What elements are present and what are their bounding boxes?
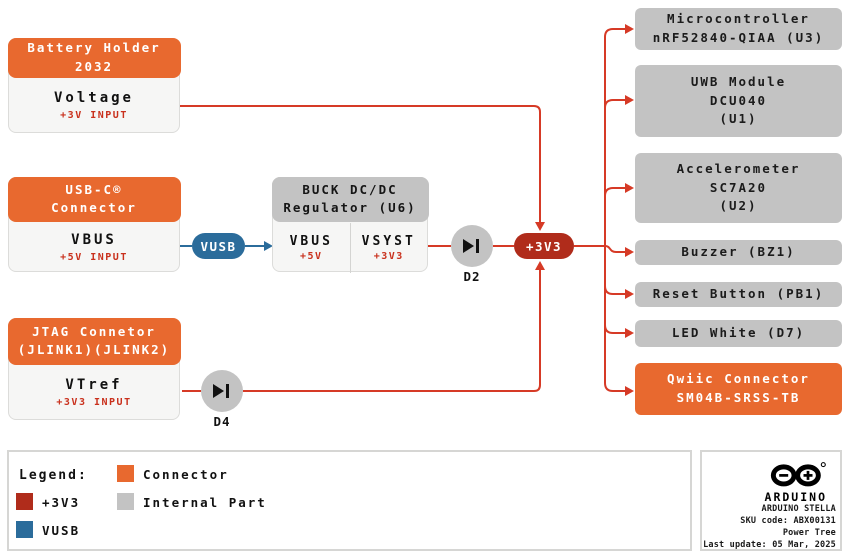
qwiic-line2: SM04B-SRSS-TB — [676, 390, 801, 405]
uwb-line3: (U1) — [719, 111, 758, 127]
connector-swatch — [117, 465, 134, 482]
diode-icon — [213, 384, 229, 398]
diode-d4-label: D4 — [213, 414, 231, 429]
internal-part-swatch — [117, 493, 134, 510]
wire-branch-buzzer — [604, 245, 625, 253]
buck-regulator-box: BUCK DC/DC Regulator (U6) VBUS +5V VSYST… — [271, 176, 429, 273]
jtag-title-line1: JTAG Connetor — [32, 323, 156, 339]
footer-sku: SKU code: ABX00131 — [740, 516, 836, 526]
buck-title-line2: Regulator (U6) — [283, 200, 417, 215]
buck-vbus-note: +5V — [299, 251, 323, 262]
jtag-connector-box: JTAG Connetor (JLINK1)(JLINK2) VTref +3V… — [7, 317, 181, 420]
uwb-line2: DCU040 — [709, 92, 768, 108]
arrow-reset — [625, 289, 634, 299]
battery-title-line1: Battery Holder — [27, 40, 161, 56]
buck-title-line1: BUCK DC/DC — [302, 181, 398, 197]
arrow-buzzer — [625, 247, 634, 257]
arrow-rail-top — [535, 222, 545, 231]
buck-header: BUCK DC/DC Regulator (U6) — [271, 176, 429, 222]
buzzer-line1: Buzzer (BZ1) — [681, 244, 796, 260]
footer-product: ARDUINO STELLA — [761, 504, 836, 514]
wire-branch-qwiic — [604, 246, 625, 392]
arrow-led — [625, 328, 634, 338]
rail-3v3-pill: +3V3 — [514, 233, 574, 259]
buck-vsyst-signal: VSYST — [361, 234, 416, 249]
wire-branch-reset — [604, 285, 625, 295]
buck-cells: VBUS +5V VSYST +3V3 — [273, 223, 427, 273]
usbc-title-line2: Connector — [51, 200, 137, 215]
wire-battery-to-rail — [180, 105, 541, 222]
jtag-note: +3V3 INPUT — [56, 397, 132, 408]
vusb-net-pill: VUSB — [192, 233, 245, 259]
load-reset-button: Reset Button (PB1) — [635, 282, 842, 307]
battery-note: +3V INPUT — [60, 110, 128, 121]
accel-line3: (U2) — [719, 198, 758, 214]
wire-branch-uwb — [604, 99, 625, 109]
wire-branch-led — [604, 324, 625, 334]
qwiic-line1: Qwiic Connector — [667, 371, 810, 387]
wire-branch-accel — [604, 187, 625, 197]
arrow-accel — [625, 183, 634, 193]
wire-branch-mcu — [604, 28, 625, 246]
usbc-signal: VBUS — [71, 231, 117, 248]
arrow-rail-bottom — [535, 261, 545, 270]
rail-swatch — [16, 493, 33, 510]
battery-holder-box: Battery Holder 2032 Voltage +3V INPUT — [7, 37, 181, 133]
buck-cell-vbus: VBUS +5V — [273, 223, 350, 273]
wire-d4-to-rail — [243, 270, 541, 392]
internal-part-legend-label: Internal Part — [143, 495, 267, 510]
wire-overlay — [180, 24, 634, 396]
usbc-connector-box: USB-C® Connector VBUS +5V INPUT — [7, 176, 181, 272]
battery-body: Voltage +3V INPUT — [9, 79, 179, 132]
arrow-qwiic — [625, 386, 634, 396]
load-uwb-module: UWB Module DCU040 (U1) — [635, 65, 842, 137]
rail-legend-label: +3V3 — [42, 495, 81, 510]
arrow-uwb — [625, 95, 634, 105]
usbc-header: USB-C® Connector — [7, 176, 181, 222]
vusb-swatch — [16, 521, 33, 538]
diode-icon — [463, 239, 479, 253]
mcu-line2: nRF52840-QIAA (U3) — [652, 30, 825, 45]
reset-line1: Reset Button (PB1) — [652, 286, 825, 302]
usbc-note: +5V INPUT — [60, 251, 128, 263]
buck-vsyst-note: +3V3 — [373, 251, 404, 262]
arrow-vusb — [264, 241, 273, 251]
arduino-brand-word: ARDUINO — [764, 490, 827, 504]
led-line1: LED White (D7) — [671, 325, 806, 341]
battery-signal: Voltage — [53, 90, 134, 106]
arduino-logo-icon — [770, 462, 826, 487]
jtag-signal: VTref — [65, 377, 123, 393]
mcu-line1: Microcontroller — [667, 11, 810, 27]
diode-d2-label: D2 — [463, 269, 481, 284]
battery-title-line2: 2032 — [74, 58, 114, 74]
load-qwiic-connector: Qwiic Connector SM04B-SRSS-TB — [635, 363, 842, 415]
footer-doc-type: Power Tree — [782, 528, 836, 538]
info-panel: ARDUINO — [700, 450, 842, 551]
buck-vbus-signal: VBUS — [289, 234, 333, 249]
jtag-title-line2: (JLINK1)(JLINK2) — [17, 342, 171, 357]
connector-legend-label: Connector — [143, 467, 229, 482]
load-buzzer: Buzzer (BZ1) — [635, 240, 842, 265]
usbc-title-line1: USB-C® — [65, 181, 123, 197]
buck-cell-vsyst: VSYST +3V3 — [349, 223, 428, 273]
load-microcontroller: Microcontroller nRF52840-QIAA (U3) — [635, 8, 842, 50]
legend-panel: Legend: Connector +3V3 Internal Part VUS… — [7, 450, 692, 551]
diode-d4 — [201, 370, 243, 412]
accel-line2: SC7A20 — [709, 179, 768, 195]
load-led-white: LED White (D7) — [635, 320, 842, 347]
accel-line1: Accelerometer — [676, 160, 801, 176]
footer-last-update: Last update: 05 Mar, 2025 — [703, 540, 836, 550]
battery-holder-header: Battery Holder 2032 — [7, 37, 181, 78]
jtag-header: JTAG Connetor (JLINK1)(JLINK2) — [7, 317, 181, 365]
arrow-mcu — [625, 24, 634, 34]
vusb-legend-label: VUSB — [42, 523, 81, 538]
jtag-body: VTref +3V3 INPUT — [9, 366, 179, 419]
footer-lines: ARDUINO STELLA SKU code: ABX00131 Power … — [703, 503, 836, 551]
diode-d2 — [451, 225, 493, 267]
legend-title: Legend: — [19, 468, 88, 483]
usbc-body: VBUS +5V INPUT — [9, 223, 179, 271]
load-accelerometer: Accelerometer SC7A20 (U2) — [635, 153, 842, 223]
uwb-line1: UWB Module — [690, 73, 787, 89]
